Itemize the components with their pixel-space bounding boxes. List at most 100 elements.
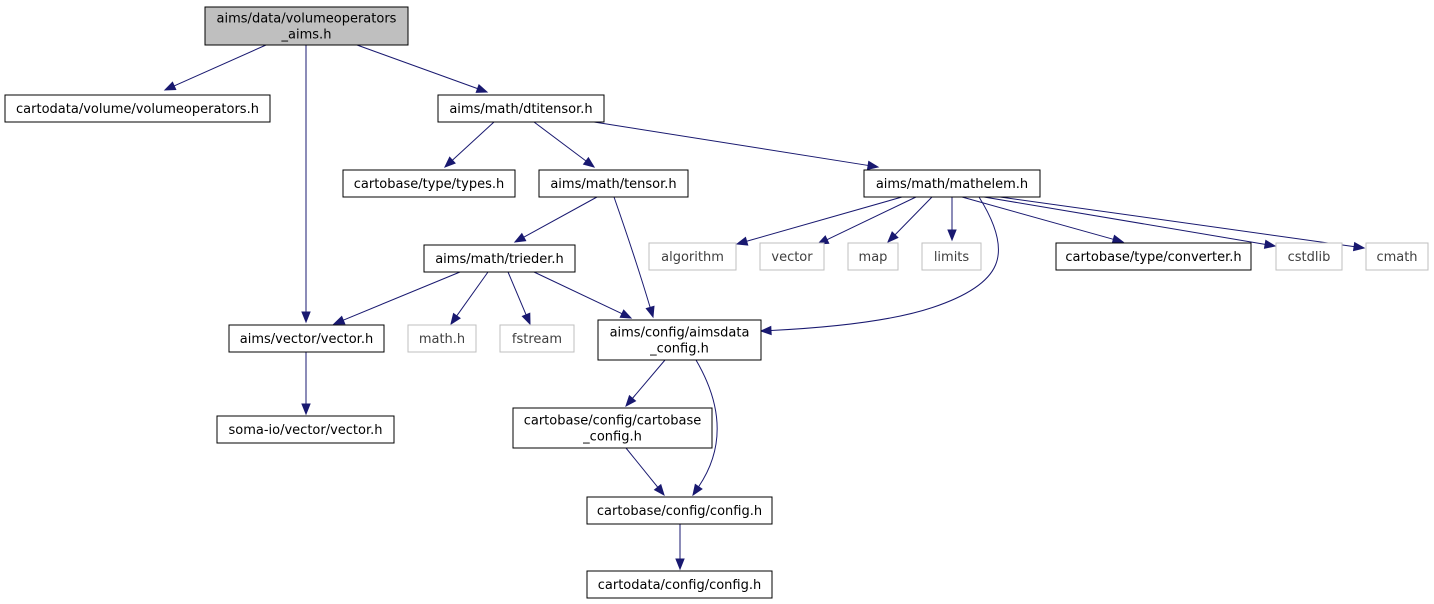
node-box bbox=[437, 94, 605, 123]
edge-line bbox=[523, 196, 598, 238]
edge-aims-math-dtitensor-h-to-cartobase-type-types-h bbox=[444, 121, 495, 168]
node-label: cmath bbox=[1376, 250, 1417, 265]
node-box bbox=[597, 319, 762, 361]
edge-aims-math-mathelem-h-to-cstdlib bbox=[983, 196, 1277, 249]
node-label: _config.h bbox=[582, 430, 642, 445]
edge-line bbox=[770, 196, 999, 331]
node-cartodata-volume-volumeoperators-h[interactable]: cartodata/volume/volumeoperators.h bbox=[4, 94, 271, 123]
edge-line bbox=[826, 196, 917, 241]
node-label: limits bbox=[934, 250, 970, 265]
node-label: map bbox=[859, 250, 888, 265]
node-label: soma-io/vector/vector.h bbox=[228, 423, 382, 438]
node-cartobase-type-converter-h[interactable]: cartobase/type/converter.h bbox=[1055, 242, 1252, 271]
node-label: _aims.h bbox=[281, 28, 332, 43]
node-box bbox=[1275, 242, 1343, 271]
edge-aims-math-tensor-h-to-aims-math-trieder-h bbox=[513, 196, 598, 243]
node-aims-config-aimsdata-config-h[interactable]: aims/config/aimsdata_config.h bbox=[597, 319, 762, 361]
node-cartodata-config-config-h[interactable]: cartodata/config/config.h bbox=[586, 570, 773, 599]
arrowhead bbox=[759, 325, 772, 336]
arrowhead bbox=[866, 160, 880, 171]
node-box bbox=[4, 94, 271, 123]
edge-aims-math-dtitensor-h-to-aims-math-tensor-h bbox=[533, 121, 596, 168]
arrowhead bbox=[653, 483, 665, 497]
node-label: aims/math/mathelem.h bbox=[876, 177, 1028, 192]
arrowhead bbox=[887, 231, 899, 243]
node-box bbox=[342, 169, 516, 198]
edge-line bbox=[613, 196, 651, 308]
edge-line bbox=[507, 271, 527, 315]
node-aims-math-dtitensor-h[interactable]: aims/math/dtitensor.h bbox=[437, 94, 605, 123]
arrowhead bbox=[675, 558, 685, 571]
arrowhead bbox=[625, 394, 637, 408]
edge-line bbox=[632, 359, 666, 399]
edge-aims-math-mathelem-h-to-limits bbox=[947, 197, 957, 242]
edge-cartobase-config-cartobase-config-h-to-cartobase-config-config-h bbox=[625, 447, 665, 497]
arrowhead bbox=[645, 305, 655, 319]
edge-aims-vector-vector-h-to-soma-io-vector-vector-h bbox=[301, 352, 311, 416]
edge-line bbox=[533, 271, 623, 315]
node-label: _config.h bbox=[649, 342, 709, 357]
node-box bbox=[847, 242, 899, 271]
arrowhead bbox=[301, 403, 311, 416]
node-box bbox=[204, 6, 409, 46]
node-cmath: cmath bbox=[1365, 242, 1429, 271]
edge-aims-config-aimsdata-config-h-to-cartobase-config-config-h bbox=[692, 359, 718, 497]
edge-line bbox=[961, 196, 1114, 240]
edge-aims-math-mathelem-h-to-vector bbox=[816, 196, 917, 245]
node-aims-data-volumeoperators-aims-h[interactable]: aims/data/volumeoperators_aims.h bbox=[204, 6, 409, 46]
node-label: cstdlib bbox=[1288, 250, 1331, 265]
node-label: aims/data/volumeoperators bbox=[217, 12, 397, 27]
nodes-layer: aims/data/volumeoperators_aims.h cartodat… bbox=[4, 6, 1429, 599]
edge-aims-math-mathelem-h-to-map bbox=[887, 196, 933, 243]
arrowhead bbox=[444, 156, 456, 168]
node-label: aims/math/trieder.h bbox=[435, 252, 564, 267]
node-box bbox=[1365, 242, 1429, 271]
node-label: cartodata/volume/volumeoperators.h bbox=[16, 102, 259, 117]
edge-aims-data-volumeoperators-aims-h-to-aims-math-dtitensor-h bbox=[356, 44, 489, 93]
arrowhead bbox=[332, 315, 346, 325]
node-box bbox=[228, 324, 385, 353]
arrowhead bbox=[1111, 234, 1125, 244]
node-aims-math-trieder-h[interactable]: aims/math/trieder.h bbox=[423, 244, 576, 273]
edge-aims-math-trieder-h-to-math-h bbox=[450, 271, 489, 326]
node-box bbox=[586, 496, 773, 525]
node-cartobase-config-cartobase-config-h[interactable]: cartobase/config/cartobase_config.h bbox=[512, 407, 713, 449]
node-soma-io-vector-vector-h[interactable]: soma-io/vector/vector.h bbox=[216, 415, 395, 444]
node-label: aims/math/tensor.h bbox=[550, 177, 676, 192]
node-cartobase-type-types-h[interactable]: cartobase/type/types.h bbox=[342, 169, 516, 198]
arrowhead bbox=[163, 81, 177, 91]
arrowhead bbox=[301, 311, 311, 324]
node-aims-math-mathelem-h[interactable]: aims/math/mathelem.h bbox=[863, 169, 1041, 198]
node-label: cartobase/config/config.h bbox=[597, 504, 762, 519]
edge-line bbox=[456, 271, 489, 317]
arrowhead bbox=[947, 229, 957, 242]
node-cstdlib: cstdlib bbox=[1275, 242, 1343, 271]
node-box bbox=[216, 415, 395, 444]
node-map: map bbox=[847, 242, 899, 271]
edge-line bbox=[356, 44, 478, 90]
edge-aims-data-volumeoperators-aims-h-to-aims-vector-vector-h bbox=[301, 45, 311, 324]
arrowhead bbox=[619, 309, 633, 319]
node-label: aims/config/aimsdata bbox=[610, 326, 750, 341]
node-box bbox=[759, 242, 825, 271]
node-label: cartodata/config/config.h bbox=[598, 578, 761, 593]
edge-aims-math-trieder-h-to-aims-config-aimsdata-config-h bbox=[533, 271, 633, 319]
arrowhead bbox=[1352, 241, 1366, 252]
node-aims-vector-vector-h[interactable]: aims/vector/vector.h bbox=[228, 324, 385, 353]
node-box bbox=[1055, 242, 1252, 271]
edge-aims-math-mathelem-h-to-aims-config-aimsdata-config-h bbox=[759, 196, 999, 336]
arrowhead bbox=[692, 483, 703, 497]
node-box bbox=[423, 244, 576, 273]
node-fstream: fstream bbox=[499, 324, 575, 353]
node-vector: vector bbox=[759, 242, 825, 271]
edge-aims-math-mathelem-h-to-algorithm bbox=[735, 196, 903, 246]
arrowhead bbox=[582, 156, 596, 168]
arrowhead bbox=[475, 83, 489, 93]
edge-aims-math-trieder-h-to-fstream bbox=[507, 271, 531, 326]
node-aims-math-tensor-h[interactable]: aims/math/tensor.h bbox=[538, 169, 689, 198]
edge-line bbox=[533, 121, 587, 162]
node-cartobase-config-config-h[interactable]: cartobase/config/config.h bbox=[586, 496, 773, 525]
node-algorithm: algorithm bbox=[648, 242, 737, 271]
node-label: cartobase/type/converter.h bbox=[1065, 250, 1241, 265]
edge-line bbox=[625, 447, 659, 488]
